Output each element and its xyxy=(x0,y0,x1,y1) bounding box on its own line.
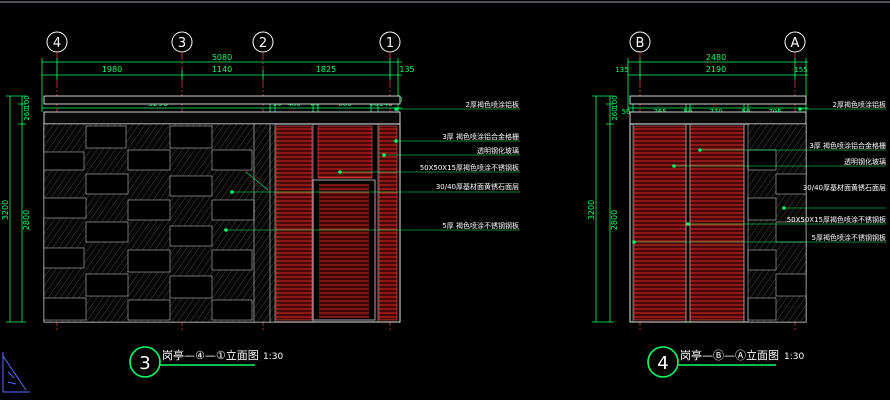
r-title-scale: 1:30 xyxy=(784,352,804,362)
dim-seg-2: 1140 xyxy=(212,65,232,74)
r-vdim-2800: 2800 xyxy=(610,210,619,230)
left-elevation: 4 3 2 1 xyxy=(1,31,520,378)
r-vdim-100: 100 xyxy=(611,95,619,108)
left-roof-band xyxy=(43,111,401,125)
r-note-4: 30/40厚基材面黄锈石面层 xyxy=(803,183,886,192)
note-6: 5厚 褐色喷涂不锈钢钢板 xyxy=(442,221,519,230)
r-note-6: 5厚褐色喷涂不锈钢钢板 xyxy=(812,233,886,242)
right-roof-band xyxy=(629,111,807,125)
dim-total: 5080 xyxy=(212,53,232,62)
right-leaders xyxy=(632,107,886,244)
vdim-2800: 2800 xyxy=(22,210,31,230)
r-dim-total: 2480 xyxy=(706,53,726,62)
ucs-icon xyxy=(2,352,30,393)
r-note-2: 3厚 褐色喷涂铝合金格栅 xyxy=(809,141,886,150)
vdim-100: 100 xyxy=(23,95,31,108)
note-5: 30/40厚基材面黄锈石面层 xyxy=(436,182,519,191)
note-2: 3厚 褐色喷涂铝合金格栅 xyxy=(442,132,519,141)
title-text: 岗亭—④—①立面图 xyxy=(162,348,259,362)
right-louver-panels xyxy=(633,125,745,321)
note-1: 2厚褐色喷涂铝板 xyxy=(466,100,519,109)
r-dim-seg-2: 2190 xyxy=(706,65,726,74)
vdim-3200: 3200 xyxy=(1,200,10,220)
right-drawing-title: 4 岗亭—Ⓑ—Ⓐ立面图 1:30 xyxy=(647,346,804,378)
left-roof-fascia xyxy=(43,95,401,105)
dim-seg-4: 135 xyxy=(399,65,414,74)
r-dim-sub-1: 50 xyxy=(622,108,631,116)
right-elevation: B A 2480 xyxy=(587,31,886,378)
r-dim-seg-3: 155 xyxy=(794,66,807,74)
r-vdim-260: 260 xyxy=(611,107,619,120)
axis-label-B: B xyxy=(636,36,645,51)
left-louver-panel xyxy=(274,124,398,322)
vdim-260: 260 xyxy=(23,107,31,120)
axis-label-2: 2 xyxy=(259,36,267,51)
left-leaders xyxy=(224,107,520,232)
left-annotations: 2厚褐色喷涂铝板 3厚 褐色喷涂铝合金格栅 透明钢化玻璃 50X50X15厚褐色… xyxy=(420,100,519,230)
title-bubble-3 xyxy=(129,346,161,378)
left-stone-wall xyxy=(43,124,275,322)
note-4: 50X50X15厚褐色喷涂不锈钢板 xyxy=(420,163,519,172)
r-dim-seg-1: 135 xyxy=(615,66,628,74)
right-dimension-lines xyxy=(592,58,808,323)
title-number: 3 xyxy=(139,353,150,374)
dim-seg-1: 1980 xyxy=(102,65,122,74)
r-note-1: 2厚褐色喷涂铝板 xyxy=(833,100,886,109)
r-note-3: 透明钢化玻璃 xyxy=(844,157,886,166)
right-roof-fascia xyxy=(629,95,807,105)
left-drawing-title: 3 岗亭—④—①立面图 1:30 xyxy=(129,346,283,378)
right-annotations: 2厚褐色喷涂铝板 3厚 褐色喷涂铝合金格栅 透明钢化玻璃 30/40厚基材面黄锈… xyxy=(787,100,886,242)
right-stone-wall xyxy=(632,124,807,322)
axis-label-1: 1 xyxy=(386,36,394,51)
r-title-text: 岗亭—Ⓑ—Ⓐ立面图 xyxy=(680,348,779,362)
note-3: 透明钢化玻璃 xyxy=(477,146,519,155)
r-vdim-3200: 3200 xyxy=(587,200,596,220)
left-dimension-lines xyxy=(6,58,402,323)
r-title-number: 4 xyxy=(657,353,668,374)
title-scale: 1:30 xyxy=(263,352,283,362)
dim-seg-3: 1825 xyxy=(316,65,336,74)
axis-label-4: 4 xyxy=(53,36,61,51)
axis-label-A: A xyxy=(791,36,800,51)
axis-label-3: 3 xyxy=(178,36,186,51)
r-note-5: 50X50X15厚褐色喷涂不锈钢板 xyxy=(787,215,886,224)
title-bubble-4 xyxy=(647,346,679,378)
